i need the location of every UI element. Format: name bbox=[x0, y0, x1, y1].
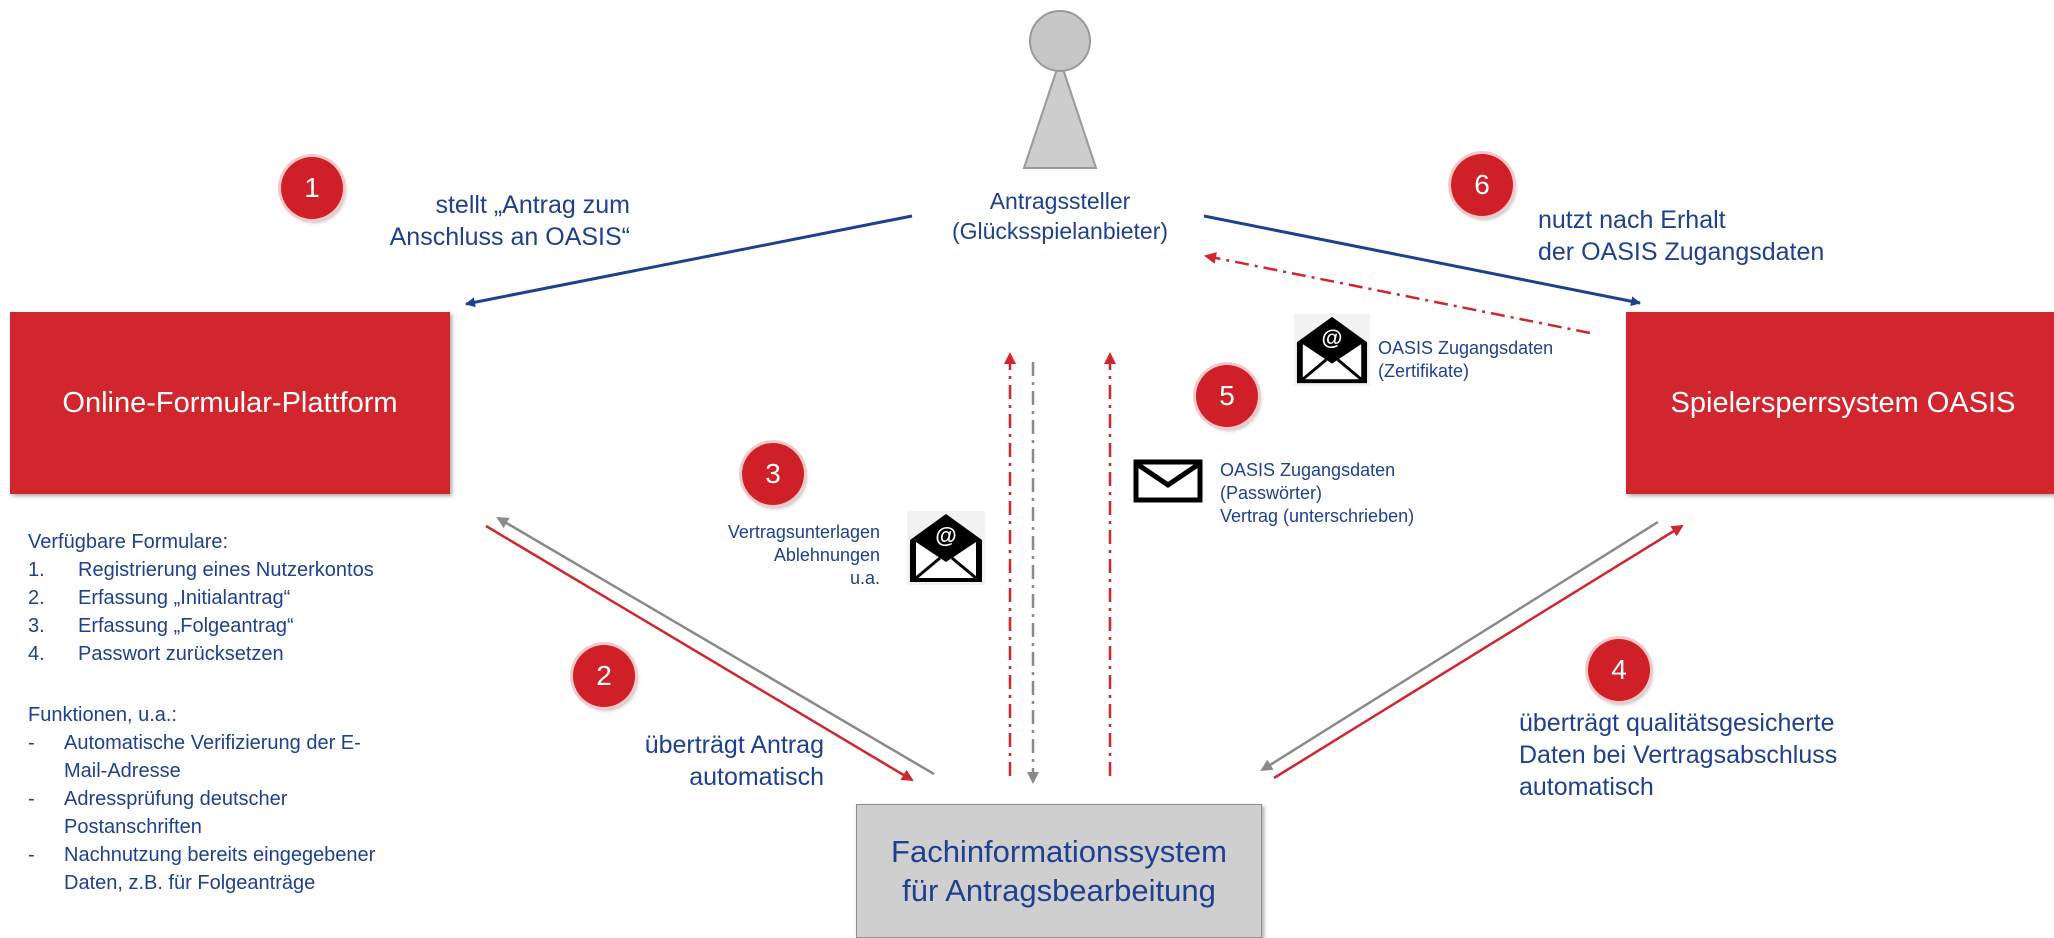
step-3-text: Vertragsunterlagen Ablehnungen u.a. bbox=[640, 521, 880, 590]
person-icon bbox=[1022, 10, 1098, 169]
step-6-line1: nutzt nach Erhalt bbox=[1538, 206, 1726, 234]
forms-list: 1. Registrierung eines Nutzerkontos 2. Erf… bbox=[28, 556, 468, 668]
platform-box-label: Online-Formular-Plattform bbox=[62, 386, 398, 419]
step-1-text: stellt „Antrag zum Anschluss an OASIS“ bbox=[330, 189, 630, 253]
applicant-title: Antragssteller bbox=[989, 188, 1131, 214]
functions-section: Funktionen, u.a.: - Automatische Verifizi… bbox=[28, 701, 468, 897]
svg-text:@: @ bbox=[935, 523, 956, 548]
list-item: 2. Erfassung „Initialantrag“ bbox=[28, 584, 468, 612]
step-3-line2: Ablehnungen bbox=[773, 545, 880, 565]
step-5-line3: Vertrag (unterschrieben) bbox=[1220, 506, 1415, 526]
platform-box: Online-Formular-Plattform bbox=[10, 312, 450, 494]
step-3-line3: u.a. bbox=[849, 568, 880, 588]
applicant-subtitle: (Glücksspielanbieter) bbox=[951, 218, 1169, 244]
list-item-line2: Mail-Adresse bbox=[64, 760, 181, 782]
list-item-number: 3. bbox=[28, 615, 45, 637]
list-item-bullet: - bbox=[28, 732, 35, 754]
envelope-icon bbox=[1133, 459, 1203, 503]
arrow-applicant-to-oasis bbox=[1203, 214, 1641, 307]
list-item-text: Erfassung „Folgeantrag“ bbox=[78, 615, 294, 637]
step-2-text: überträgt Antrag automatisch bbox=[562, 729, 824, 793]
email-certs-line1: OASIS Zugangsdaten bbox=[1378, 338, 1554, 358]
list-item-line2: Postanschriften bbox=[64, 816, 202, 838]
fis-box-line2: für Antragsbearbeitung bbox=[902, 873, 1216, 908]
step-badge-2: 2 bbox=[573, 645, 635, 707]
arrow-fis-to-platform bbox=[496, 516, 935, 776]
list-item-bullet: - bbox=[28, 844, 35, 866]
arrow-applicant-to-platform bbox=[465, 214, 913, 308]
list-item: 1. Registrierung eines Nutzerkontos bbox=[28, 556, 468, 584]
list-item-line1: Adressprüfung deutscher bbox=[64, 788, 288, 810]
step-5-line1: OASIS Zugangsdaten bbox=[1220, 460, 1396, 480]
step-3-line1: Vertragsunterlagen bbox=[727, 522, 880, 542]
step-badge-3: 3 bbox=[742, 443, 804, 505]
step-4-line1: überträgt qualitätsgesicherte bbox=[1519, 709, 1835, 737]
email-certs-line2: (Zertifikate) bbox=[1378, 361, 1470, 381]
step-badge-1: 1 bbox=[281, 157, 343, 219]
forms-section: Verfügbare Formulare: 1. Registrierung ei… bbox=[28, 528, 468, 668]
list-item: - Automatische Verifizierung der E- Mail-A… bbox=[28, 729, 468, 785]
step-badge-6: 6 bbox=[1451, 154, 1513, 216]
oasis-box: Spielersperrsystem OASIS bbox=[1626, 312, 2054, 494]
step-5-line2: (Passwörter) bbox=[1220, 483, 1323, 503]
list-item: 3. Erfassung „Folgeantrag“ bbox=[28, 612, 468, 640]
step-2-line1: überträgt Antrag bbox=[644, 731, 824, 759]
step-6-text: nutzt nach Erhalt der OASIS Zugangsdaten bbox=[1538, 204, 1898, 268]
list-item-text: Passwort zurücksetzen bbox=[78, 643, 284, 665]
step-2-line2: automatisch bbox=[689, 763, 824, 791]
list-item-bullet: - bbox=[28, 788, 35, 810]
arrow-oasis-to-fis bbox=[1260, 520, 1659, 772]
list-item-text: Erfassung „Initialantrag“ bbox=[78, 587, 291, 609]
svg-text:@: @ bbox=[1322, 326, 1343, 350]
step-4-text: überträgt qualitätsgesicherte Daten bei … bbox=[1519, 707, 1899, 803]
list-item-line1: Automatische Verifizierung der E- bbox=[64, 732, 361, 754]
step-1-line2: Anschluss an OASIS“ bbox=[389, 223, 630, 251]
arrow-platform-to-fis bbox=[485, 524, 914, 782]
list-item-number: 1. bbox=[28, 559, 45, 581]
email-at-icon: @ bbox=[907, 511, 985, 585]
email-at-icon: @ bbox=[1294, 313, 1370, 387]
functions-heading: Funktionen, u.a.: bbox=[28, 704, 177, 726]
forms-heading: Verfügbare Formulare: bbox=[28, 531, 229, 553]
fis-box: Fachinformationssystem für Antragsbearbe… bbox=[856, 804, 1262, 938]
oasis-box-label: Spielersperrsystem OASIS bbox=[1670, 386, 2016, 419]
step-badge-4: 4 bbox=[1588, 639, 1650, 701]
fis-box-line1: Fachinformationssystem bbox=[891, 834, 1227, 869]
step-1-line1: stellt „Antrag zum bbox=[435, 191, 630, 219]
list-item-text: Registrierung eines Nutzerkontos bbox=[78, 559, 374, 581]
step-5-text: OASIS Zugangsdaten (Passwörter) Vertrag … bbox=[1220, 459, 1480, 528]
step-4-line3: automatisch bbox=[1519, 773, 1654, 801]
arrow-fis-to-oasis bbox=[1273, 524, 1684, 780]
list-item-number: 4. bbox=[28, 643, 45, 665]
step-badge-5: 5 bbox=[1196, 365, 1258, 427]
functions-list: - Automatische Verifizierung der E- Mail-A… bbox=[28, 729, 468, 897]
step-4-line2: Daten bei Vertragsabschluss bbox=[1519, 741, 1838, 769]
applicant-label: Antragssteller (Glücksspielanbieter) bbox=[922, 186, 1198, 246]
arrow-oasis-to-applicant-dashed bbox=[1204, 252, 1591, 335]
list-item-number: 2. bbox=[28, 587, 45, 609]
list-item-line2: Daten, z.B. für Folgeanträge bbox=[64, 872, 316, 894]
list-item-line1: Nachnutzung bereits eingegebener bbox=[64, 844, 376, 866]
step-6-line2: der OASIS Zugangsdaten bbox=[1538, 238, 1825, 266]
email-certs-text: OASIS Zugangsdaten (Zertifikate) bbox=[1378, 337, 1618, 383]
list-item: 4. Passwort zurücksetzen bbox=[28, 640, 468, 668]
